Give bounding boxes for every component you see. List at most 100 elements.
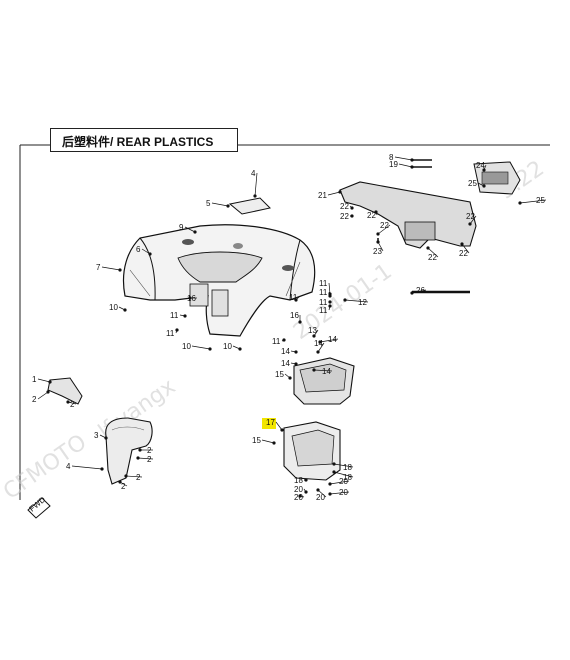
callout-leader-11 — [328, 282, 331, 295]
callout-number-22: 22 — [428, 253, 437, 262]
callout-number-15: 15 — [252, 436, 261, 445]
callout-number-11: 11 — [319, 279, 328, 288]
callout-leader-20 — [329, 491, 350, 495]
callout-number-18: 18 — [343, 463, 352, 472]
callout-number-7: 7 — [96, 263, 101, 272]
callout-number-16: 16 — [290, 311, 299, 320]
callout-dot-10 — [208, 347, 212, 351]
callout-dot-21 — [338, 190, 342, 194]
side-cover-part-3 — [105, 417, 153, 485]
callout-number-24: 24 — [476, 161, 485, 170]
callout-number-14: 14 — [281, 347, 290, 356]
callout-dot-10 — [123, 308, 127, 312]
callout-leader-23 — [377, 241, 384, 252]
callout-number-22: 22 — [466, 212, 475, 221]
callout-dot-7 — [118, 268, 122, 272]
callout-dot-2 — [66, 400, 70, 404]
callout-leader-4 — [254, 172, 258, 197]
callout-dot-2 — [138, 448, 142, 452]
callout-number-2: 2 — [121, 482, 126, 491]
callout-number-2: 2 — [32, 395, 37, 404]
callout-leader-20 — [317, 489, 327, 498]
callout-leader-22 — [427, 247, 439, 258]
callout-number-22: 22 — [367, 211, 376, 220]
callout-number-13: 13 — [308, 326, 317, 335]
callout-dot-26 — [410, 291, 414, 295]
callout-dot-22 — [374, 210, 378, 214]
callout-leader-22 — [377, 224, 391, 235]
callout-dot-11 — [175, 328, 179, 332]
callout-dot-20 — [328, 492, 332, 496]
callout-number-26: 26 — [416, 286, 425, 295]
callout-dot-18 — [332, 462, 336, 466]
callout-dot-18 — [304, 478, 308, 482]
callout-number-22: 22 — [459, 249, 468, 258]
callout-leader-20 — [329, 480, 350, 485]
callout-number-20: 20 — [294, 485, 303, 494]
callout-dot-15 — [272, 441, 276, 445]
callout-dot-5 — [226, 204, 230, 208]
callout-number-19: 19 — [389, 160, 398, 169]
callout-dot-11 — [183, 314, 187, 318]
callout-number-4: 4 — [251, 169, 256, 178]
callout-dot-14 — [318, 340, 322, 344]
callout-dot-2 — [124, 474, 128, 478]
callout-number-14: 14 — [281, 359, 290, 368]
callout-leader-14 — [319, 338, 339, 343]
callout-leader-2 — [37, 391, 49, 400]
callout-number-2: 2 — [136, 473, 141, 482]
callout-dot-4 — [100, 467, 104, 471]
callout-dot-17 — [280, 428, 284, 432]
callout-number-1: 1 — [32, 375, 37, 384]
callout-leader-25 — [519, 199, 547, 204]
callout-dot-20 — [328, 482, 332, 486]
callout-leader-2 — [137, 457, 154, 460]
callout-dot-22 — [426, 246, 430, 250]
callout-dot-23 — [376, 240, 380, 244]
callout-dot-14 — [294, 362, 298, 366]
callout-number-25: 25 — [536, 196, 545, 205]
callout-number-21: 21 — [318, 191, 327, 200]
callout-number-11: 11 — [319, 298, 328, 307]
callout-dot-22 — [468, 222, 472, 226]
callout-dot-2 — [118, 480, 122, 484]
callout-dot-16 — [298, 320, 302, 324]
callout-dot-14 — [294, 350, 298, 354]
callout-leader-18 — [333, 463, 354, 468]
callout-number-22: 22 — [340, 202, 349, 211]
callout-dot-9 — [193, 230, 197, 234]
callout-dot-25 — [482, 184, 486, 188]
callout-number-18: 18 — [294, 476, 303, 485]
fwd-arrow-icon: FWD — [27, 495, 51, 519]
callout-number-22: 22 — [380, 221, 389, 230]
callout-dot-22 — [460, 242, 464, 246]
callout-leader-5 — [211, 202, 229, 207]
callout-dot-22 — [350, 214, 354, 218]
rear-fender-assembly — [122, 197, 316, 337]
callout-number-3: 3 — [94, 431, 99, 440]
callout-number-23: 23 — [373, 247, 382, 256]
callout-leader-22 — [469, 215, 477, 225]
frame-lines — [19, 144, 550, 500]
callout-number-2: 2 — [70, 400, 75, 409]
callout-leader-4 — [71, 465, 103, 470]
callout-dot-20 — [316, 488, 320, 492]
callout-number-9: 9 — [179, 223, 184, 232]
callout-dot-15 — [288, 376, 292, 380]
callout-number-2: 2 — [147, 455, 152, 464]
callout-number-22: 22 — [340, 212, 349, 221]
callout-dot-10 — [238, 347, 242, 351]
callout-number-10: 10 — [182, 342, 191, 351]
callout-number-10: 10 — [223, 342, 232, 351]
callout-number-11: 11 — [166, 329, 175, 338]
callout-number-14: 14 — [314, 339, 323, 348]
callout-number-25: 25 — [468, 179, 477, 188]
callout-number-11: 11 — [272, 337, 281, 346]
callout-number-20: 20 — [339, 488, 348, 497]
callout-number-14: 14 — [328, 335, 337, 344]
callout-dot-14 — [312, 368, 316, 372]
callout-17-highlight — [262, 418, 276, 429]
callout-leader-19 — [398, 163, 413, 168]
callout-dot-12 — [343, 298, 347, 302]
